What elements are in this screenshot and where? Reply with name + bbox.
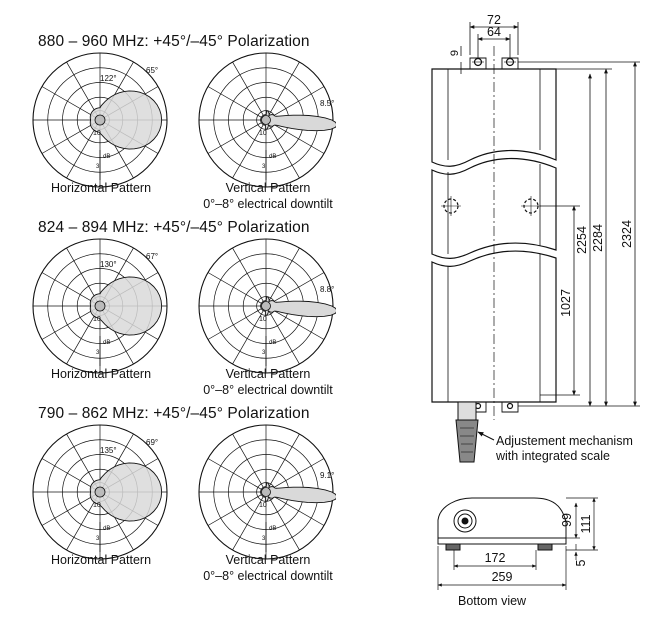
hpbw-label: 65° bbox=[146, 66, 158, 75]
back-lobe bbox=[261, 487, 271, 497]
mechanism-label-line2: with integrated scale bbox=[496, 449, 610, 463]
bottom-view-label: Bottom view bbox=[458, 594, 527, 608]
hpbw-label: 67° bbox=[146, 252, 158, 261]
horizontal-pattern-plot: 69° 135° 10 3dB bbox=[32, 424, 168, 560]
ring-label: 10 bbox=[93, 502, 101, 509]
horizontal-pattern-plot: 65° 122° 10 3dB bbox=[32, 52, 168, 188]
vertical-pattern-plot: 8.8° 10 3dB bbox=[198, 238, 336, 374]
scale-label: 3 bbox=[262, 164, 266, 170]
scale-label: 3 bbox=[96, 536, 100, 542]
dim-2254: 2254 bbox=[575, 226, 589, 254]
dim-2284: 2284 bbox=[591, 224, 605, 252]
vertical-pattern-caption: Vertical Pattern bbox=[225, 367, 311, 381]
vertical-pattern-subcaption: 0°–8° electrical downtilt bbox=[203, 197, 333, 211]
back-lobe bbox=[261, 115, 271, 125]
back-lobe bbox=[94, 300, 106, 312]
horizontal-main-lobe bbox=[89, 276, 163, 336]
horizontal-pattern-caption: Horizontal Pattern bbox=[50, 367, 152, 381]
scale-label: 3 bbox=[262, 536, 266, 542]
band-title: 824 – 894 MHz: +45°/–45° Polarization bbox=[38, 219, 310, 236]
vertical-pattern-subcaption: 0°–8° electrical downtilt bbox=[203, 569, 333, 583]
dim-2324: 2324 bbox=[620, 220, 634, 248]
vbw-label: 9.1° bbox=[320, 471, 334, 480]
vertical-pattern-caption: Vertical Pattern bbox=[225, 553, 311, 567]
top-dimensions bbox=[460, 22, 519, 74]
scale-label: dB bbox=[103, 154, 110, 160]
dim-5: 5 bbox=[574, 559, 588, 566]
scale-label: 3 bbox=[96, 350, 100, 356]
front-back-label: 130° bbox=[100, 260, 117, 269]
dim-259: 259 bbox=[492, 570, 513, 584]
ring-label: 10 bbox=[93, 130, 101, 137]
adjustment-mechanism bbox=[455, 401, 495, 463]
scale-label: 3 bbox=[262, 350, 266, 356]
front-back-label: 122° bbox=[100, 74, 117, 83]
front-back-label: 135° bbox=[100, 446, 117, 455]
back-lobe bbox=[94, 486, 106, 498]
horizontal-pattern-caption: Horizontal Pattern bbox=[50, 553, 152, 567]
vbw-label: 8.5° bbox=[320, 99, 334, 108]
vertical-pattern-caption: Vertical Pattern bbox=[225, 181, 311, 195]
back-lobe bbox=[94, 114, 106, 126]
antenna-bottom-segment bbox=[431, 250, 557, 403]
dim-111: 111 bbox=[579, 514, 593, 533]
antenna-top-segment bbox=[431, 68, 557, 167]
horizontal-pattern-caption: Horizontal Pattern bbox=[50, 181, 152, 195]
dim-9: 9 bbox=[449, 50, 461, 56]
back-lobe bbox=[261, 301, 271, 311]
ring-label: 10 bbox=[93, 316, 101, 323]
length-dimensions bbox=[518, 61, 640, 407]
scale-label: dB bbox=[103, 340, 110, 346]
scale-label: dB bbox=[103, 526, 110, 532]
vertical-main-beam bbox=[260, 296, 336, 318]
ring-label: 10 bbox=[259, 316, 267, 323]
dim-99: 99 bbox=[560, 513, 574, 527]
antenna-side-view bbox=[431, 46, 557, 420]
hpbw-label: 69° bbox=[146, 438, 158, 447]
scale-label: dB bbox=[269, 340, 276, 346]
mechanism-label: Adjustement mechanism with integrated sc… bbox=[496, 434, 633, 464]
vertical-pattern-plot: 9.1° 10 3dB bbox=[198, 424, 336, 560]
scale-label: dB bbox=[269, 154, 276, 160]
vertical-main-beam bbox=[260, 482, 336, 504]
vertical-pattern-plot: 8.5° 10 3dB bbox=[198, 52, 336, 188]
band-title: 790 – 862 MHz: +45°/–45° Polarization bbox=[38, 405, 310, 422]
dimension-labels: 72 64 9 2324 2284 2254 1027 99 111 5 172… bbox=[449, 13, 634, 584]
dim-72: 72 bbox=[487, 13, 501, 27]
vbw-label: 8.8° bbox=[320, 285, 334, 294]
vertical-pattern-subcaption: 0°–8° electrical downtilt bbox=[203, 383, 333, 397]
horizontal-main-lobe bbox=[89, 90, 163, 150]
vertical-main-beam bbox=[260, 110, 336, 132]
mechanism-label-line1: Adjustement mechanism bbox=[496, 434, 633, 448]
band-title: 880 – 960 MHz: +45°/–45° Polarization bbox=[38, 33, 310, 50]
horizontal-main-lobe bbox=[89, 462, 163, 522]
dim-172: 172 bbox=[485, 551, 506, 565]
dim-1027: 1027 bbox=[559, 289, 573, 317]
scale-label: dB bbox=[269, 526, 276, 532]
horizontal-pattern-plot: 67° 130° 10 3dB bbox=[32, 238, 168, 374]
scale-label: 3 bbox=[96, 164, 100, 170]
dim-64: 64 bbox=[487, 25, 501, 39]
ring-label: 10 bbox=[259, 130, 267, 137]
ring-label: 10 bbox=[259, 502, 267, 509]
bottom-view bbox=[437, 497, 598, 590]
